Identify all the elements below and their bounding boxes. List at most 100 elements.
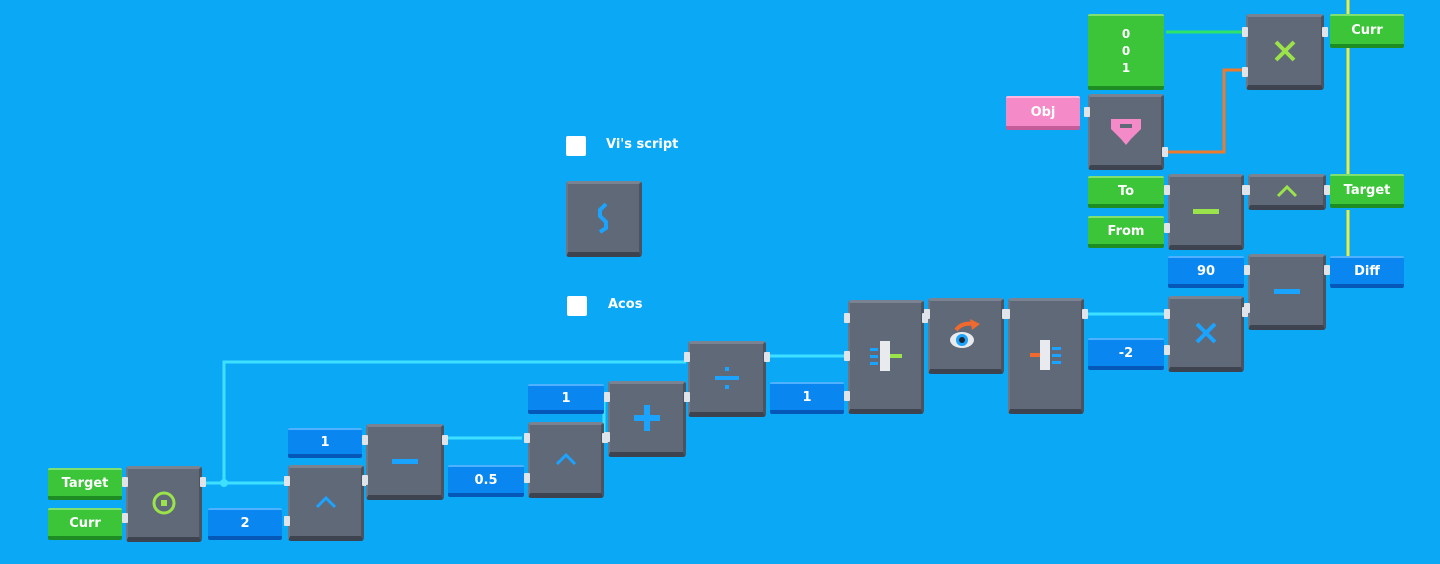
output-pin[interactable] (200, 477, 206, 487)
subtract-node-1[interactable] (362, 424, 448, 500)
vector-y: 0 (1121, 43, 1131, 58)
join-vector-icon (1029, 340, 1061, 370)
from-input[interactable]: From (1088, 216, 1164, 248)
from-label: From (1107, 223, 1145, 239)
script-checkbox-label: Vi's script (606, 137, 679, 152)
input-pin[interactable] (524, 473, 530, 483)
multiply-node-1[interactable] (1164, 296, 1248, 372)
join-vector-node[interactable] (1004, 298, 1088, 414)
power-icon (555, 452, 576, 466)
curr-input[interactable]: Curr (48, 508, 122, 540)
dot-product-icon (152, 491, 175, 515)
input-pin[interactable] (924, 309, 930, 319)
subtract-icon (1192, 208, 1219, 214)
input-pin[interactable] (1164, 185, 1170, 195)
input-pin[interactable] (284, 516, 290, 526)
dot-product-node[interactable] (122, 466, 206, 542)
power-icon (315, 495, 336, 509)
const-1-input-c[interactable]: 1 (770, 382, 844, 414)
look-rotation-node[interactable] (924, 298, 1008, 374)
multiply-icon (1195, 322, 1216, 344)
const-1-input-a[interactable]: 1 (288, 428, 362, 458)
target-input-label: Target (61, 475, 109, 491)
input-pin[interactable] (684, 352, 690, 362)
input-pin[interactable] (844, 313, 850, 323)
input-pin[interactable] (122, 513, 128, 523)
object-node[interactable] (1084, 94, 1168, 170)
look-rotation-icon (949, 319, 980, 348)
input-pin[interactable] (284, 476, 290, 486)
curr-input-label: Curr (69, 515, 101, 531)
output-pin[interactable] (764, 352, 770, 362)
output-pin[interactable] (1082, 309, 1088, 319)
input-pin[interactable] (1084, 107, 1090, 117)
add-node[interactable] (604, 381, 690, 457)
split-vector-icon (869, 341, 902, 371)
target-top-label: Target (1343, 182, 1391, 198)
subtract-node-3[interactable] (1164, 174, 1248, 250)
input-pin[interactable] (1164, 309, 1170, 319)
acos-checkbox[interactable] (567, 296, 587, 316)
to-label: To (1117, 183, 1135, 199)
output-pin[interactable] (1324, 265, 1330, 275)
vector-z: 1 (1121, 60, 1131, 75)
input-pin[interactable] (122, 477, 128, 487)
curr-top-input[interactable]: Curr (1330, 14, 1404, 48)
const-0-5-input[interactable]: 0.5 (448, 465, 524, 497)
input-pin[interactable] (844, 391, 850, 401)
input-pin[interactable] (1244, 303, 1250, 313)
script-node[interactable] (566, 181, 642, 257)
const-2-input[interactable]: 2 (208, 508, 282, 540)
input-pin[interactable] (1242, 67, 1248, 77)
divide-icon (714, 367, 739, 389)
input-pin[interactable] (1004, 309, 1010, 319)
const-1-label: 1 (320, 434, 330, 450)
to-input[interactable]: To (1088, 176, 1164, 208)
diff-output[interactable]: Diff (1330, 256, 1404, 288)
input-pin[interactable] (1164, 223, 1170, 233)
input-pin[interactable] (524, 433, 530, 443)
add-icon (633, 405, 660, 431)
split-vector-node[interactable] (844, 300, 928, 414)
power-node-1[interactable] (284, 465, 368, 541)
obj-input[interactable]: Obj (1006, 96, 1080, 130)
divide-node[interactable] (684, 341, 770, 417)
input-pin[interactable] (1244, 265, 1250, 275)
input-pin[interactable] (362, 475, 368, 485)
script-checkbox[interactable] (566, 136, 586, 156)
target-top-input[interactable]: Target (1330, 174, 1404, 208)
output-pin[interactable] (1162, 147, 1168, 157)
input-pin[interactable] (362, 435, 368, 445)
input-pin[interactable] (604, 432, 610, 442)
target-input[interactable]: Target (48, 468, 122, 500)
subtract-icon (391, 458, 418, 464)
power-icon (1276, 184, 1297, 198)
const-90-input[interactable]: 90 (1168, 256, 1244, 288)
const-2-label: 2 (240, 515, 250, 531)
input-pin[interactable] (1242, 27, 1248, 37)
input-pin[interactable] (1164, 345, 1170, 355)
const-1-input-b[interactable]: 1 (528, 384, 604, 414)
heart-icon (1110, 119, 1141, 145)
input-pin[interactable] (684, 392, 690, 402)
const-neg2-input[interactable]: -2 (1088, 338, 1164, 370)
const-0-5-label: 0.5 (474, 472, 498, 488)
input-pin[interactable] (604, 392, 610, 402)
vector-input[interactable]: 0 0 1 (1088, 14, 1164, 90)
power-node-2[interactable] (524, 422, 608, 498)
const-neg2-label: -2 (1118, 345, 1134, 361)
multiply-icon (1274, 40, 1295, 62)
vector-x: 0 (1121, 26, 1131, 41)
output-pin[interactable] (1324, 185, 1330, 195)
input-pin[interactable] (844, 351, 850, 361)
output-pin[interactable] (442, 435, 448, 445)
power-node-3[interactable] (1244, 174, 1330, 210)
curr-top-label: Curr (1351, 22, 1383, 38)
multiply-node-2[interactable] (1242, 14, 1328, 90)
input-pin[interactable] (1244, 185, 1250, 195)
output-pin[interactable] (1322, 27, 1328, 37)
subtract-node-2[interactable] (1244, 254, 1330, 330)
diff-label: Diff (1354, 263, 1380, 279)
acos-checkbox-label: Acos (608, 297, 643, 312)
obj-label: Obj (1030, 104, 1056, 120)
